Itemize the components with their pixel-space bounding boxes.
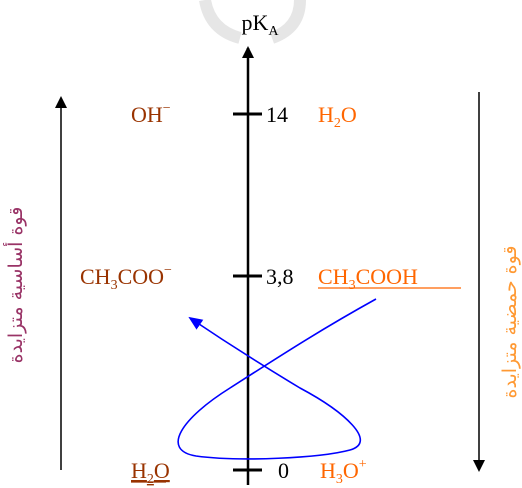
- reaction-curve: [177, 298, 377, 460]
- tick-label-3-8: 3,8: [266, 264, 294, 289]
- acid-hydronium: H3O+: [320, 457, 367, 487]
- basic-strength-label: قوة أساسية متزايدة: [3, 207, 27, 364]
- acidic-strength-label: قوة حمضية متزايدة: [499, 246, 521, 399]
- base-oh-minus: OH−: [131, 101, 171, 127]
- tick-label-14: 14: [266, 102, 288, 127]
- acid-acetic: CH3COOH: [318, 264, 418, 293]
- base-water: H2O: [131, 458, 170, 487]
- base-acetate: CH3COO−: [80, 263, 172, 293]
- watermark: [199, 0, 306, 44]
- tick-label-0: 0: [278, 458, 289, 483]
- axis-label: pKA: [241, 10, 279, 39]
- acid-water: H2O: [318, 102, 357, 131]
